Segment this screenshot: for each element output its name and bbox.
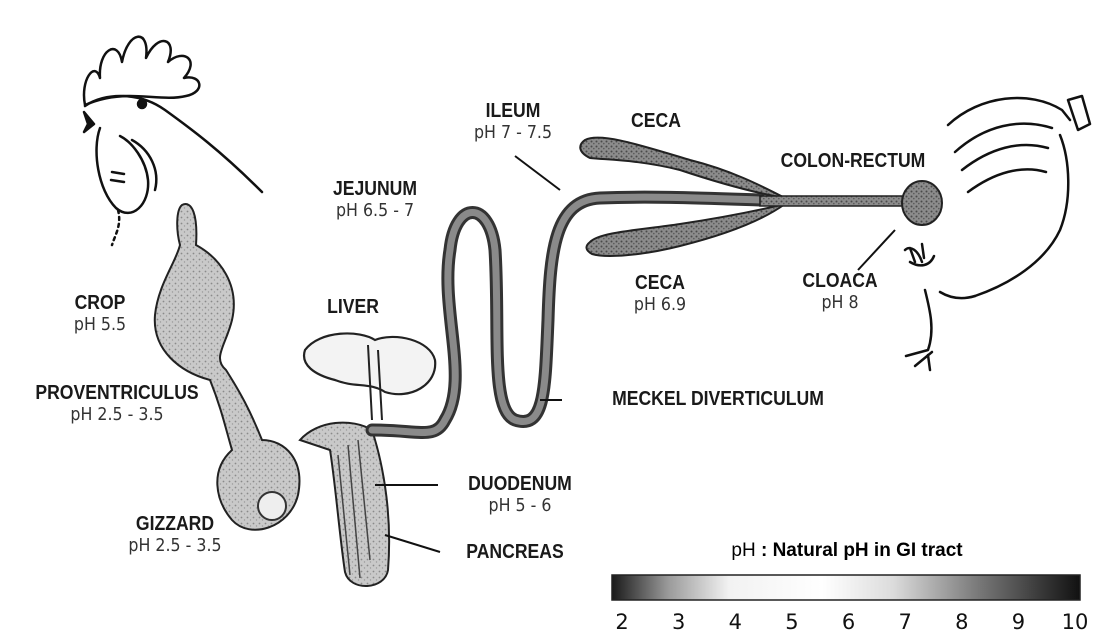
rooster-tail-icon (905, 96, 1090, 370)
label-meckel-diverticulum: MECKEL DIVERTICULUM (548, 388, 888, 411)
duodenum-loop (300, 423, 389, 586)
ph-legend-title: pH : Natural pH in GI tract (612, 540, 1082, 562)
ph-tick-label: 2 (607, 610, 637, 634)
label-pancreas: PANCREAS (430, 541, 600, 564)
crop-organ (155, 204, 300, 530)
ph-tick-label: 8 (947, 610, 977, 634)
ph-tick-label: 5 (777, 610, 807, 634)
label-liver: LIVER (298, 296, 408, 319)
cloaca-organ (902, 181, 942, 225)
label-duodenum: DUODENUM pH 5 - 6 (430, 473, 610, 517)
label-ileum: ILEUM pH 7 - 7.5 (448, 100, 578, 144)
label-ceca-top: CECA (606, 110, 706, 133)
ph-legend-text: : Natural pH in GI tract (761, 540, 963, 561)
label-gizzard: GIZZARD pH 2.5 - 3.5 (100, 513, 250, 557)
ph-tick-label: 7 (890, 610, 920, 634)
ph-tick-label: 6 (834, 610, 864, 634)
label-proventriculus: PROVENTRICULUS pH 2.5 - 3.5 (2, 382, 232, 426)
label-cloaca: CLOACA pH 8 (775, 270, 905, 314)
ph-tick-label: 10 (1060, 610, 1090, 634)
rooster-head-icon (84, 37, 262, 245)
label-jejunum: JEJUNUM pH 6.5 - 7 (310, 178, 440, 222)
label-crop: CROP pH 5.5 (40, 292, 160, 336)
label-ceca-bottom: CECA pH 6.9 (610, 272, 710, 316)
label-colon-rectum: COLON-RECTUM (738, 150, 968, 173)
ph-tick-label: 3 (664, 610, 694, 634)
ph-gradient-bar (612, 575, 1080, 600)
ceca-lower (586, 204, 785, 256)
ph-legend-prefix: pH (731, 540, 755, 561)
ph-tick-label: 4 (720, 610, 750, 634)
ph-tick-label: 9 (1003, 610, 1033, 634)
gizzard-grinding-icon (258, 492, 286, 520)
colon-rectum (760, 196, 915, 206)
